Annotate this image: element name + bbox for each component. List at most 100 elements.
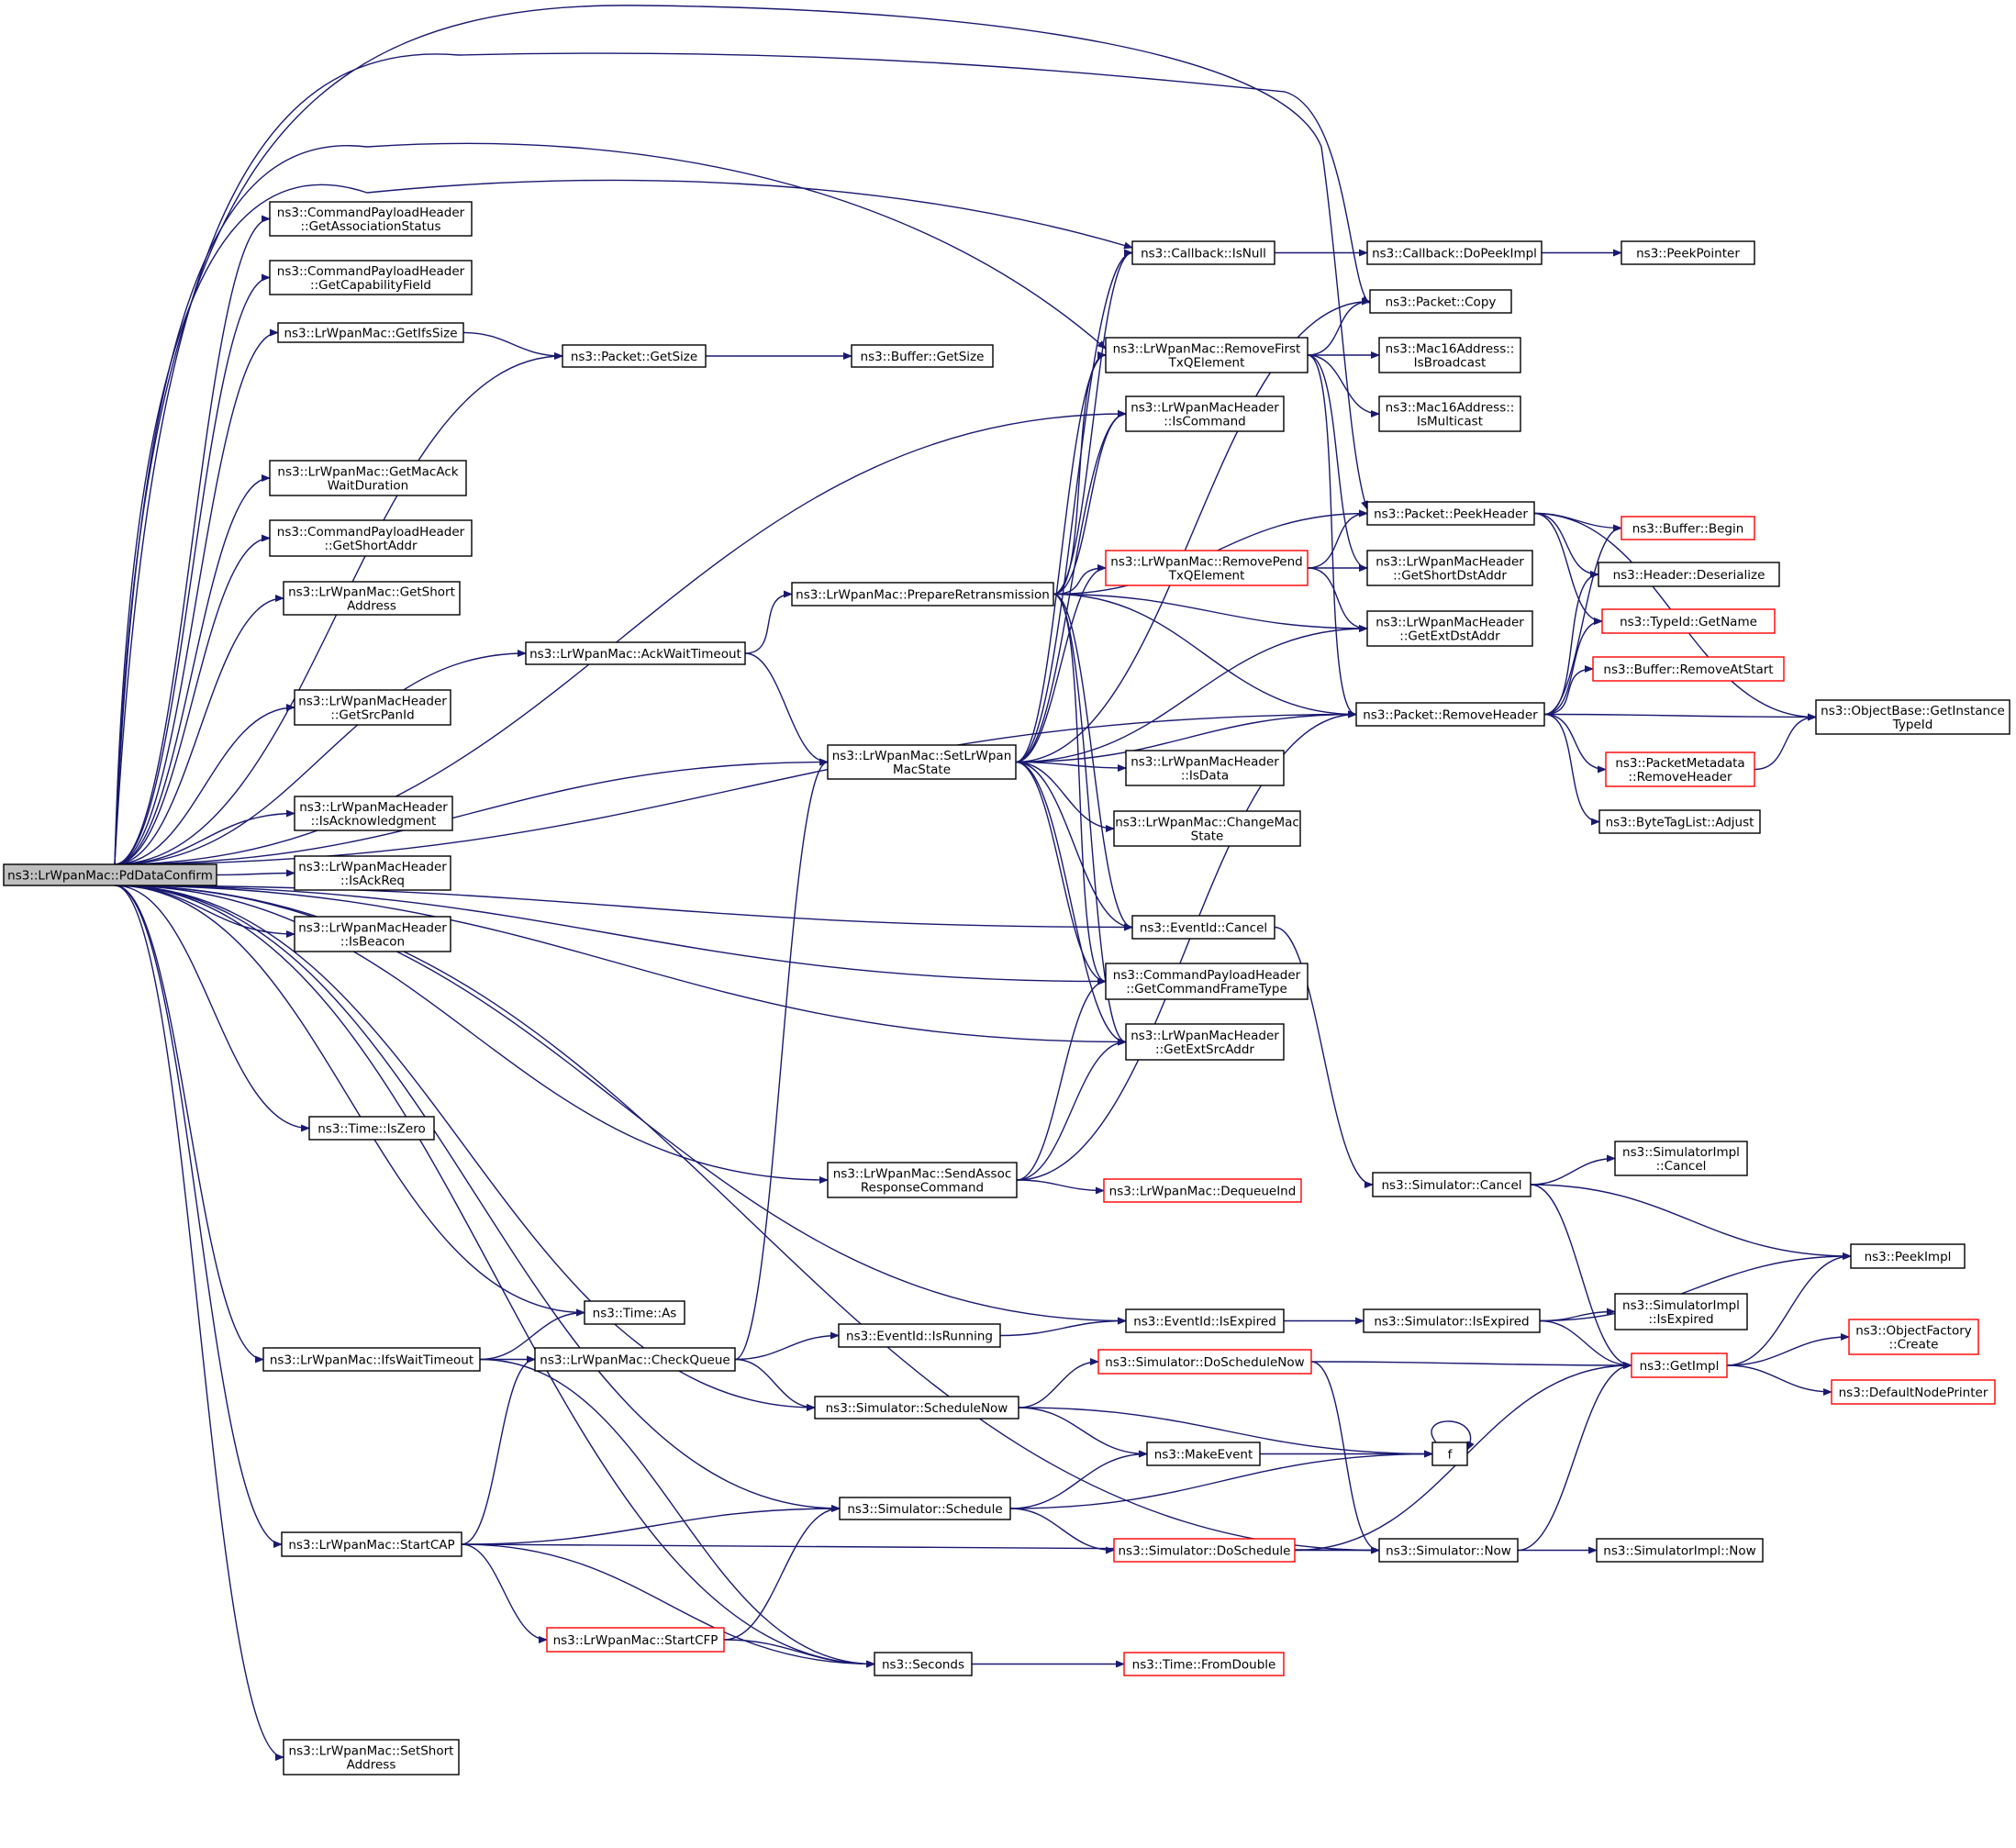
node-extsrc[interactable]: ns3::LrWpanMacHeader::GetExtSrcAddr: [1125, 1023, 1285, 1061]
node-peekptr[interactable]: ns3::PeekPointer: [1621, 240, 1755, 265]
node-objfact[interactable]: ns3::ObjectFactory::Create: [1848, 1319, 1979, 1355]
node-seconds[interactable]: ns3::Seconds: [874, 1652, 973, 1676]
node-cph-assoc[interactable]: ns3::CommandPayloadHeader::GetAssociatio…: [269, 201, 473, 237]
node-box: [1105, 337, 1309, 373]
node-f[interactable]: f: [1431, 1442, 1468, 1466]
node-isack[interactable]: ns3::LrWpanMacHeader::IsAcknowledgment: [294, 796, 453, 831]
node-checkq[interactable]: ns3::LrWpanMac::CheckQueue: [534, 1347, 736, 1372]
node-startcap[interactable]: ns3::LrWpanMac::StartCAP: [281, 1531, 462, 1557]
node-box: [1378, 337, 1521, 373]
node-ev-cancel[interactable]: ns3::EventId::Cancel: [1131, 915, 1275, 940]
node-impl-now[interactable]: ns3::SimulatorImpl::Now: [1596, 1538, 1764, 1563]
node-extdst[interactable]: ns3::LrWpanMacHeader::GetExtDstAddr: [1366, 610, 1533, 647]
node-sim-cancel[interactable]: ns3::Simulator::Cancel: [1372, 1172, 1531, 1197]
node-label: ns3::LrWpanMac::PdDataConfirm: [7, 869, 213, 884]
edge-peekhdr-to-buf_begin: [1533, 512, 1622, 532]
node-fromdouble[interactable]: ns3::Time::FromDouble: [1123, 1652, 1285, 1676]
node-sim-now[interactable]: ns3::Simulator::Now: [1378, 1538, 1519, 1563]
node-btl-adjust[interactable]: ns3::ByteTagList::Adjust: [1598, 809, 1761, 834]
edge-root-to-sched_now: [114, 885, 816, 1411]
node-label: ns3::Simulator::Cancel: [1381, 1178, 1521, 1193]
node-dequeue[interactable]: ns3::LrWpanMac::DequeueInd: [1103, 1178, 1302, 1203]
edge-setstate-to-iscmd: [1015, 410, 1127, 763]
node-hdr-deser[interactable]: ns3::Header::Deserialize: [1598, 562, 1780, 587]
node-getimpl[interactable]: ns3::GetImpl: [1631, 1353, 1728, 1378]
node-label: ns3::LrWpanMac::ChangeMac: [1115, 816, 1299, 830]
edge-peekhdr-to-hdr_deser: [1533, 512, 1599, 578]
node-sched[interactable]: ns3::Simulator::Schedule: [839, 1497, 1011, 1520]
node-isbeacon[interactable]: ns3::LrWpanMacHeader::IsBeacon: [294, 916, 451, 952]
node-label: ns3::CommandPayloadHeader: [1113, 968, 1301, 983]
node-impl-expired[interactable]: ns3::SimulatorImpl::IsExpired: [1614, 1293, 1748, 1330]
node-cb-isnull[interactable]: ns3::Callback::IsNull: [1131, 240, 1275, 265]
node-cph-short[interactable]: ns3::CommandPayloadHeader::GetShortAddr: [269, 519, 473, 557]
node-dopeek[interactable]: ns3::Callback::DoPeekImpl: [1366, 240, 1543, 265]
node-sched-now[interactable]: ns3::Simulator::ScheduleNow: [814, 1396, 1019, 1419]
edge-rmhdr-to-getinst: [1543, 713, 1817, 721]
node-srcpan[interactable]: ns3::LrWpanMacHeader::GetSrcPanId: [294, 689, 451, 726]
node-label: ns3::LrWpanMac::AckWaitTimeout: [529, 647, 741, 662]
node-isbcast[interactable]: ns3::Mac16Address::IsBroadcast: [1378, 337, 1521, 373]
node-pkt-getsize[interactable]: ns3::Packet::GetSize: [562, 344, 707, 368]
node-sim-expired[interactable]: ns3::Simulator::IsExpired: [1363, 1308, 1541, 1333]
node-impl-cancel[interactable]: ns3::SimulatorImpl::Cancel: [1614, 1141, 1748, 1176]
node-label: ns3::LrWpanMacHeader: [1131, 401, 1279, 416]
node-buf-begin[interactable]: ns3::Buffer::Begin: [1621, 516, 1755, 540]
node-makeevent[interactable]: ns3::MakeEvent: [1146, 1442, 1261, 1466]
node-ifssize[interactable]: ns3::LrWpanMac::GetIfsSize: [277, 322, 464, 343]
node-ev-running[interactable]: ns3::EventId::IsRunning: [838, 1323, 1001, 1348]
node-isackreq[interactable]: ns3::LrWpanMacHeader::IsAckReq: [294, 855, 451, 891]
node-iscmd[interactable]: ns3::LrWpanMacHeader::IsCommand: [1125, 395, 1285, 432]
node-label: ns3::GetImpl: [1640, 1359, 1720, 1374]
node-pm-rmhdr[interactable]: ns3::PacketMetadata::RemoveHeader: [1605, 751, 1755, 787]
edge-prepre-to-cb_isnull: [1053, 249, 1133, 596]
node-root[interactable]: ns3::LrWpanMac::PdDataConfirm: [3, 863, 217, 886]
node-isdata[interactable]: ns3::LrWpanMacHeader::IsData: [1125, 750, 1285, 786]
node-defprinter[interactable]: ns3::DefaultNodePrinter: [1831, 1379, 1996, 1405]
edge-sendassoc-to-rmhdr: [1016, 710, 1357, 1181]
node-label: ns3::Seconds: [882, 1658, 964, 1673]
edge-root-to-cb_isnull: [114, 179, 1133, 865]
node-donow[interactable]: ns3::Simulator::DoScheduleNow: [1097, 1349, 1312, 1375]
node-ismcast[interactable]: ns3::Mac16Address::IsMulticast: [1378, 395, 1521, 432]
node-time-as[interactable]: ns3::Time::As: [584, 1300, 685, 1325]
edge-rmhdr-to-btl_adjust: [1543, 713, 1600, 826]
node-peekimpl[interactable]: ns3::PeekImpl: [1850, 1243, 1966, 1269]
node-ackwait[interactable]: ns3::LrWpanMac::AckWaitTimeout: [525, 641, 746, 665]
node-shortdst[interactable]: ns3::LrWpanMacHeader::GetShortDstAddr: [1366, 550, 1533, 586]
edge-root-to-peekhdr: [114, 5, 1368, 865]
node-buf-getsize[interactable]: ns3::Buffer::GetSize: [851, 344, 994, 368]
node-label: ns3::Simulator::Schedule: [847, 1502, 1002, 1517]
node-cph-cap[interactable]: ns3::CommandPayloadHeader::GetCapability…: [269, 260, 473, 295]
node-pkt-copy[interactable]: ns3::Packet::Copy: [1369, 289, 1512, 314]
node-iszero[interactable]: ns3::Time::IsZero: [308, 1116, 435, 1141]
node-rmhdr[interactable]: ns3::Packet::RemoveHeader: [1355, 702, 1545, 727]
node-label: ns3::LrWpanMac::GetMacAck: [277, 465, 458, 480]
node-box: [1596, 1538, 1764, 1563]
node-dosched[interactable]: ns3::Simulator::DoSchedule: [1113, 1538, 1296, 1563]
edge-rmhdr-to-buf_rmstart: [1543, 665, 1594, 716]
node-prepre[interactable]: ns3::LrWpanMac::PrepareRetransmission: [791, 582, 1054, 607]
node-cmdtype[interactable]: ns3::CommandPayloadHeader::GetCommandFra…: [1105, 963, 1309, 1000]
node-peekhdr[interactable]: ns3::Packet::PeekHeader: [1366, 501, 1535, 526]
edge-root-to-iszero: [114, 885, 310, 1132]
node-buf-rmstart[interactable]: ns3::Buffer::RemoveAtStart: [1592, 656, 1785, 682]
node-typeid-name[interactable]: ns3::TypeId::GetName: [1601, 608, 1776, 634]
node-ifswait[interactable]: ns3::LrWpanMac::IfsWaitTimeout: [262, 1347, 481, 1372]
edge-root-to-sched: [114, 885, 841, 1512]
node-box: [584, 1300, 685, 1325]
edge-startcfp-to-seconds: [723, 1639, 875, 1668]
node-label: ns3::Time::IsZero: [317, 1122, 426, 1137]
node-box: [294, 796, 453, 831]
node-ev-expired[interactable]: ns3::EventId::IsExpired: [1125, 1308, 1285, 1333]
node-startcfp[interactable]: ns3::LrWpanMac::StartCFP: [546, 1627, 725, 1653]
